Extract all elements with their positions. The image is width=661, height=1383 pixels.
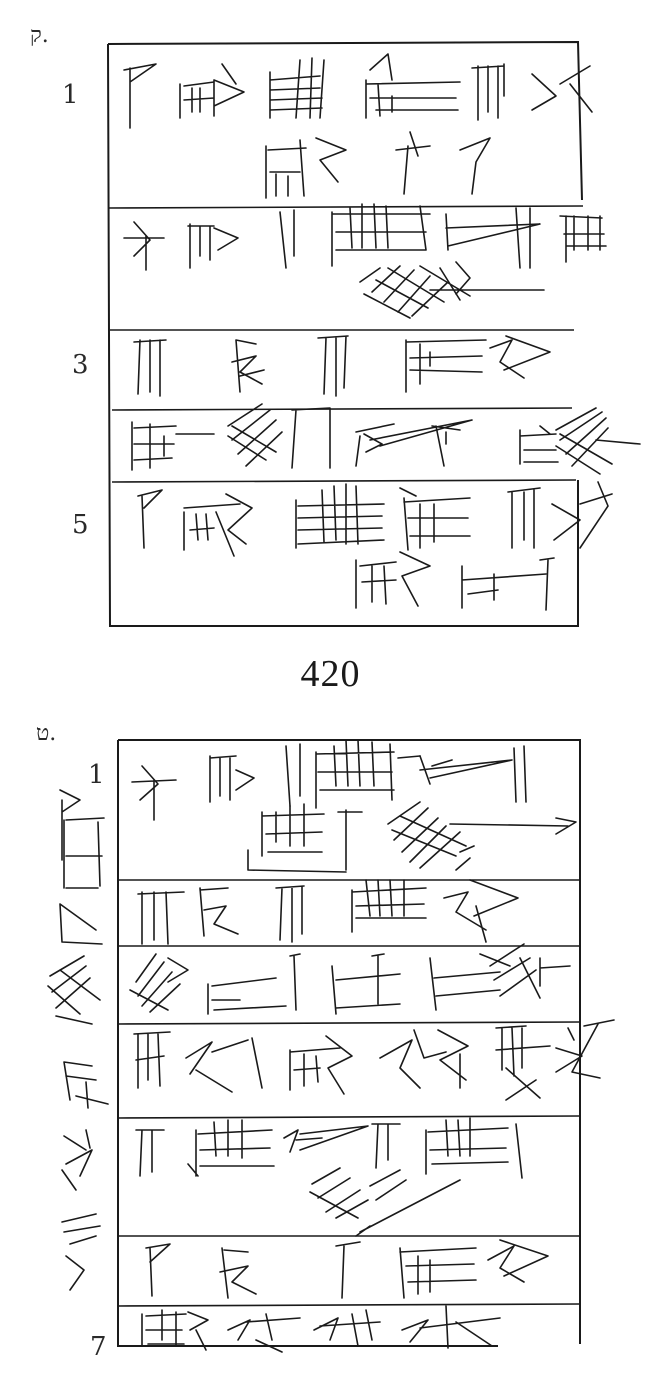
page-number: 420	[300, 653, 361, 695]
lower-edge-signs	[47, 789, 109, 1291]
lower-frame	[117, 739, 581, 1347]
upper-row-1-signs	[123, 53, 593, 199]
upper-row-divider	[111, 479, 577, 483]
upper-tablet-drawing	[107, 40, 641, 627]
lower-row-3-signs	[129, 943, 571, 1015]
upper-row-divider	[111, 407, 573, 411]
lower-row-7-signs	[141, 1305, 501, 1353]
lower-row-divider	[117, 1115, 581, 1119]
lower-row-6-signs	[145, 1239, 549, 1299]
upper-row-3-signs	[133, 335, 551, 397]
upper-frame	[107, 40, 583, 627]
upper-side-mark: ק.	[30, 23, 49, 48]
lower-line-number-1: 1	[88, 760, 105, 790]
lower-row-divider	[117, 1303, 581, 1307]
upper-row-4-signs	[131, 403, 641, 475]
lower-row-2-signs	[137, 879, 519, 945]
upper-line-number-1: 1	[62, 80, 79, 110]
upper-row-2-signs	[123, 203, 607, 319]
upper-line-number-5: 5	[72, 510, 89, 540]
upper-row-5-signs	[137, 481, 613, 611]
lower-row-4-signs	[133, 1019, 615, 1101]
lower-side-mark: ט.	[36, 721, 57, 746]
lower-row-divider	[117, 1021, 581, 1025]
lower-line-number-7: 7	[90, 1332, 107, 1362]
upper-row-divider	[107, 205, 584, 209]
lower-row-5-signs	[135, 1117, 523, 1237]
upper-line-number-3: 3	[72, 350, 89, 380]
lower-row-1-signs	[131, 739, 577, 873]
